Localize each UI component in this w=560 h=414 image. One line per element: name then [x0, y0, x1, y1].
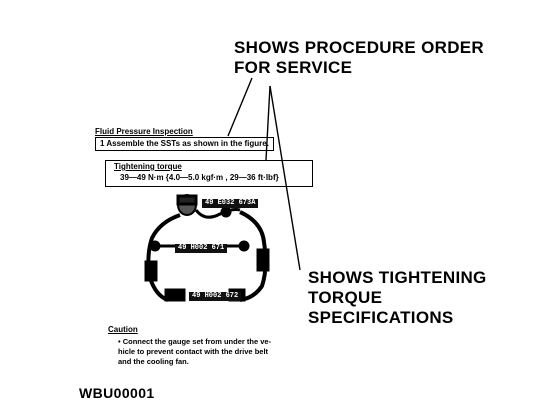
callout-procedure-order: SHOWS PROCEDURE ORDER FOR SERVICE: [234, 38, 484, 77]
leader-line-torque: [269, 85, 301, 271]
callout-torque-specs: SHOWS TIGHTENING TORQUE SPECIFICATIONS: [308, 268, 487, 327]
tool-label-hose-1: 49 H002 671: [175, 244, 228, 253]
torque-value: 39—49 N·m {4.0—5.0 kgf·m , 29—36 ft·lbf}: [120, 173, 279, 182]
tool-label-hose-2: 49 H002 672: [189, 292, 242, 301]
tightening-torque-box: Tightening torque 39—49 N·m {4.0—5.0 kgf…: [105, 160, 313, 187]
tool-label-gauge: 49 E032 673A: [202, 199, 259, 208]
caution-heading: Caution: [108, 325, 138, 334]
section-title: Fluid Pressure Inspection: [95, 127, 193, 136]
leader-line-procedure: [227, 77, 253, 137]
leader-line-torque-tail: [265, 85, 271, 161]
torque-label: Tightening torque: [114, 162, 182, 171]
document-code: WBU00001: [79, 385, 155, 401]
gauge-set-figure: [144, 194, 270, 302]
procedure-step-box: 1 Assemble the SSTs as shown in the figu…: [95, 137, 274, 151]
caution-text: • Connect the gauge set from under the v…: [118, 337, 272, 366]
